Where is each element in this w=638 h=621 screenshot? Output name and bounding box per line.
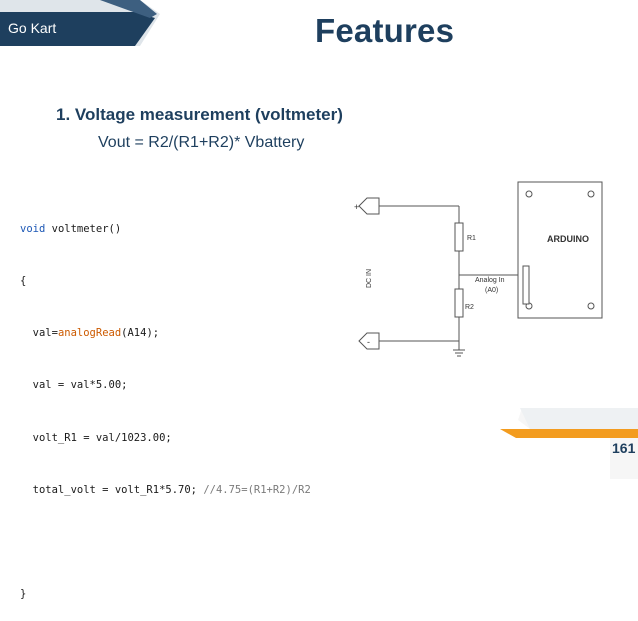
dc-in-label: DC IN [366,269,373,288]
analog-pin-label: (A0) [485,287,498,294]
code-keyword: void [20,222,46,235]
ground-icon [453,349,465,357]
section-label: Go Kart [8,20,57,36]
voltage-formula: Vout = R2/(R1+R2)* Vbattery [98,134,305,151]
code-line-3: val=analogRead(A14); [20,325,340,342]
corner-decoration [500,408,638,479]
code-text: voltmeter() [45,222,122,235]
arduino-label: ARDUINO [547,234,589,244]
code-function: analogRead [57,327,122,340]
feature-heading: 1. Voltage measurement (voltmeter) [56,105,343,124]
arduino-board [517,181,603,319]
code-line-6: total_volt = volt_R1*5.70; //4.75=(R1+R2… [20,482,340,499]
slide-title: Features [315,12,455,49]
plus-label: + [354,202,359,212]
analog-in-label: Analog In [475,277,505,284]
r2-label: R2 [465,304,474,311]
code-text: total_volt = volt_R1*5.70; [20,483,204,496]
code-line-1: void voltmeter() [20,221,340,238]
minus-label: - [367,337,370,347]
voltage-divider-circuit: + R1 R2 - DC IN ARDUINO Analog In (A0) [354,181,603,357]
code-block: void voltmeter() { val=analogRead(A14); … [20,186,340,621]
code-comment: //4.75=(R1+R2)/R2 [203,483,311,496]
code-line-blank [20,534,340,551]
resistor-r1 [454,222,464,252]
resistor-r2 [454,288,464,318]
r1-label: R1 [467,235,476,242]
code-line-2: { [20,275,27,288]
page-number: 161 [612,440,636,456]
code-line-4: val = val*5.00; [20,379,128,392]
section-banner [0,0,160,46]
code-text: val= [20,327,58,340]
code-text: (A14); [121,327,160,340]
code-line-7: } [20,588,27,601]
analog-header [522,265,530,305]
plus-terminal-icon [358,197,380,215]
code-line-5: volt_R1 = val/1023.00; [20,431,172,444]
